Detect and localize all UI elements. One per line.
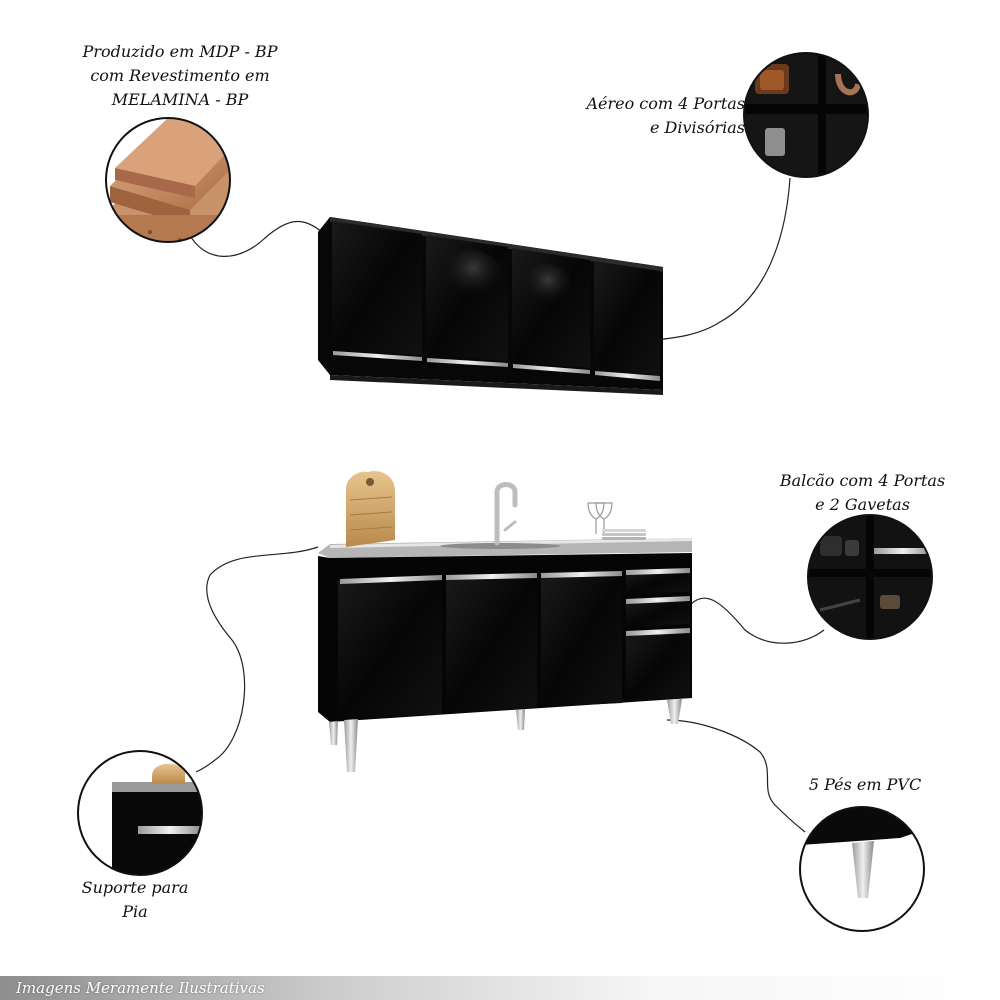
pes-label-line-1: 5 Pés em PVC [808, 775, 922, 794]
shelf-interior-detail [743, 52, 869, 178]
sink-support-detail [77, 750, 203, 876]
mdp-label-line-3: MELAMINA - BP [111, 90, 249, 109]
wine-glasses [587, 502, 613, 534]
aereo-label: Aéreo com 4 Portas e Divisórias [575, 92, 745, 140]
cutting-board [346, 470, 395, 547]
balcao-label: Balcão com 4 Portas e 2 Gavetas [770, 469, 955, 517]
base-counter-handles [340, 568, 690, 636]
footer-disclaimer: Imagens Meramente Ilustrativas [16, 979, 265, 997]
faucet [494, 482, 518, 546]
mdp-label-line-1: Produzido em MDP - BP [82, 42, 278, 61]
pvc-feet [329, 699, 682, 772]
connector-lines [187, 177, 825, 833]
counter-interior-detail [807, 514, 933, 640]
balcao-label-line-2: e 2 Gavetas [815, 495, 910, 514]
aereo-label-line-2: e Divisórias [649, 118, 745, 137]
balcao-label-line-1: Balcão com 4 Portas [779, 471, 946, 490]
suporte-label-line-2: Pia [122, 902, 148, 921]
mdp-board-detail [105, 117, 231, 243]
base-counter-doors [338, 571, 690, 720]
base-counter [318, 470, 692, 772]
plates [602, 529, 646, 540]
footer-banner: Imagens Meramente Ilustrativas [0, 976, 1000, 1000]
aereo-label-line-1: Aéreo com 4 Portas [586, 94, 745, 113]
suporte-label-line-1: Suporte para [81, 878, 189, 897]
mdp-label-line-2: com Revestimento em [90, 66, 270, 85]
pvc-foot-detail [799, 806, 925, 932]
upper-cabinet-doors [332, 221, 660, 375]
mdp-label: Produzido em MDP - BP com Revestimento e… [60, 40, 300, 112]
upper-cabinet [318, 217, 663, 395]
suporte-label: Suporte para Pia [65, 876, 205, 924]
pes-label: 5 Pés em PVC [795, 773, 935, 797]
upper-cabinet-handles [333, 351, 660, 381]
